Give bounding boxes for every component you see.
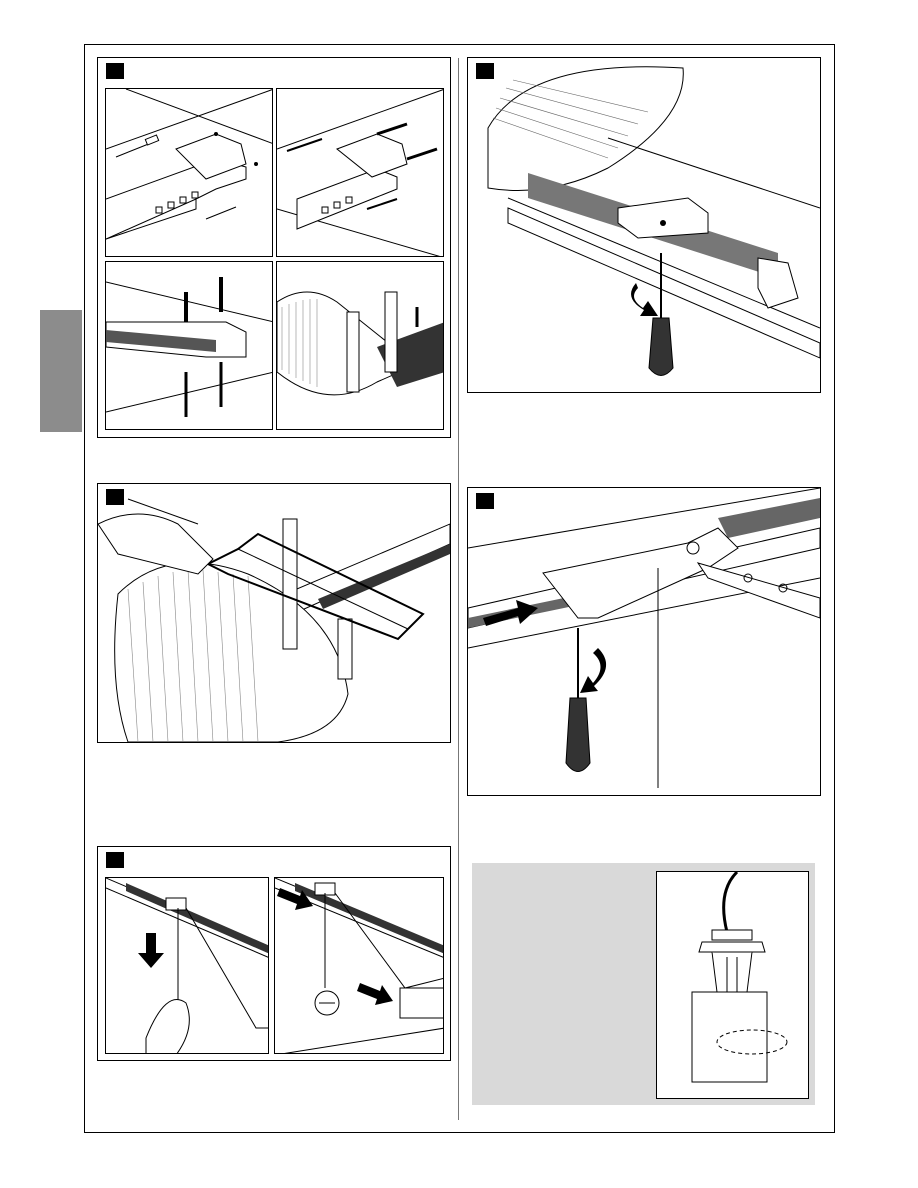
figure-trolley-release xyxy=(97,846,451,1061)
panel-bracket-ceiling xyxy=(105,261,273,430)
panel-release-mechanism xyxy=(656,871,809,1099)
figure-sawing-guide xyxy=(97,483,451,743)
rotate-arrow-icon xyxy=(631,283,658,316)
wall-plug-icon xyxy=(377,124,407,134)
wall-plug-icon xyxy=(407,149,437,159)
section-tab xyxy=(40,310,82,432)
panel-release-knob xyxy=(274,877,444,1054)
panel-pull-cord xyxy=(105,877,269,1054)
screw-icon xyxy=(287,139,322,151)
figure-guide-screw xyxy=(467,57,821,393)
screwdriver-icon xyxy=(566,628,590,772)
column-divider xyxy=(458,58,459,1120)
figure-guide-arm-screw xyxy=(467,487,821,796)
screw-icon xyxy=(367,199,397,209)
release-knob-icon xyxy=(315,991,339,1015)
wall-plug-icon xyxy=(186,277,221,322)
panel-bracket-plugs xyxy=(276,88,444,257)
figure-bracket-mounting xyxy=(97,57,451,438)
rotate-arrow-icon xyxy=(580,648,606,693)
figure-marker xyxy=(106,852,124,868)
panel-bracket-on-motor xyxy=(276,261,444,430)
push-arrow-icon xyxy=(357,983,393,1005)
figure-marker xyxy=(106,63,124,79)
panel-bracket-screw-positions xyxy=(105,88,273,257)
push-arrow-icon xyxy=(138,933,164,968)
screw-icon xyxy=(186,362,221,417)
